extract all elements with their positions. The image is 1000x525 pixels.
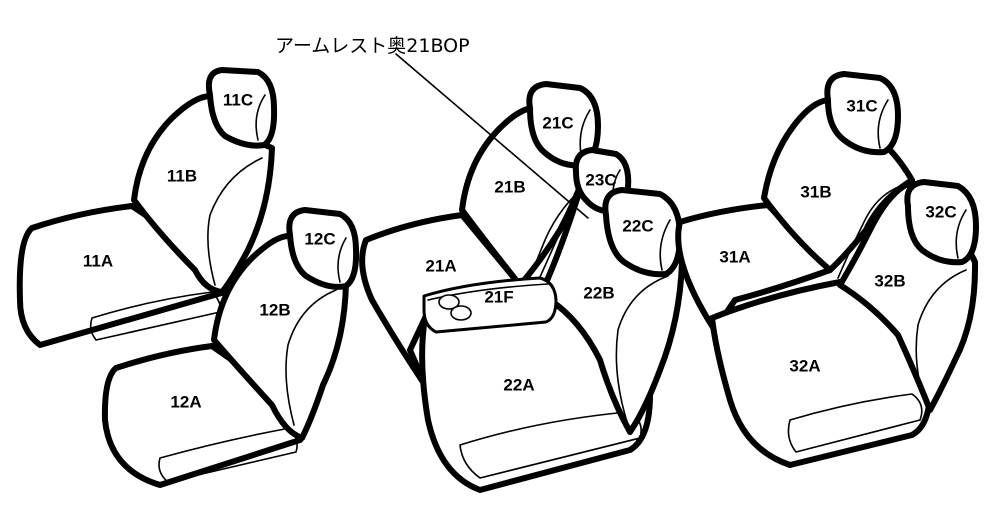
part-11b-seam <box>207 157 263 286</box>
label-31b: 31B <box>800 182 831 201</box>
part-32b-seam <box>915 269 967 406</box>
part-11a-seam <box>89 291 222 341</box>
part-21f-top-seam <box>427 283 549 301</box>
part-32a-shape <box>709 279 933 468</box>
label-11b: 11B <box>167 166 197 185</box>
part-22c-shape <box>602 187 683 278</box>
label-11a: 11A <box>83 251 113 270</box>
label-23c: 23C <box>585 170 616 189</box>
label-12c: 12C <box>304 229 335 248</box>
label-31c: 31C <box>846 96 877 115</box>
label-32c: 32C <box>925 202 956 221</box>
seat-12 <box>101 207 360 488</box>
part-31c-seam <box>877 99 889 149</box>
label-21a: 21A <box>425 256 456 275</box>
part-31c-shape <box>824 71 901 156</box>
part-11c-shape <box>205 67 278 149</box>
part-22c-seam <box>659 219 671 271</box>
label-32a: 32A <box>789 356 820 375</box>
label-12b: 12B <box>259 300 290 319</box>
seat-21-22 <box>359 81 685 493</box>
part-32a-seam <box>787 393 923 453</box>
part-12b-shape <box>211 232 349 441</box>
label-21b: 21B <box>494 177 525 196</box>
label-21c: 21C <box>542 113 573 132</box>
seat-31-32 <box>675 71 979 468</box>
label-21f: 21F <box>484 287 513 306</box>
label-22a: 22A <box>503 375 534 394</box>
part-32c-seam <box>955 209 967 259</box>
label-31a: 31A <box>719 247 750 266</box>
part-11c-seam <box>255 94 266 141</box>
part-31a-shape <box>675 202 833 348</box>
label-12a: 12A <box>170 392 201 411</box>
cupholder-right-icon <box>450 305 472 321</box>
part-32c-shape <box>904 179 979 266</box>
label-11c: 11C <box>223 90 253 109</box>
label-22c: 22C <box>622 216 653 235</box>
part-12c-seam <box>337 237 347 283</box>
callout-label: アームレスト奥21BOP <box>275 35 470 57</box>
armrest-21f <box>422 276 558 334</box>
label-22b: 22B <box>583 283 614 302</box>
part-12b-seam <box>285 289 337 426</box>
part-22b-seam <box>615 275 669 426</box>
callout-leader-line <box>395 53 589 219</box>
label-32b: 32B <box>874 271 905 290</box>
part-31b-shape <box>761 97 915 273</box>
seat-11 <box>16 67 278 348</box>
cupholder-left-icon <box>438 294 460 310</box>
part-12c-shape <box>286 207 360 290</box>
